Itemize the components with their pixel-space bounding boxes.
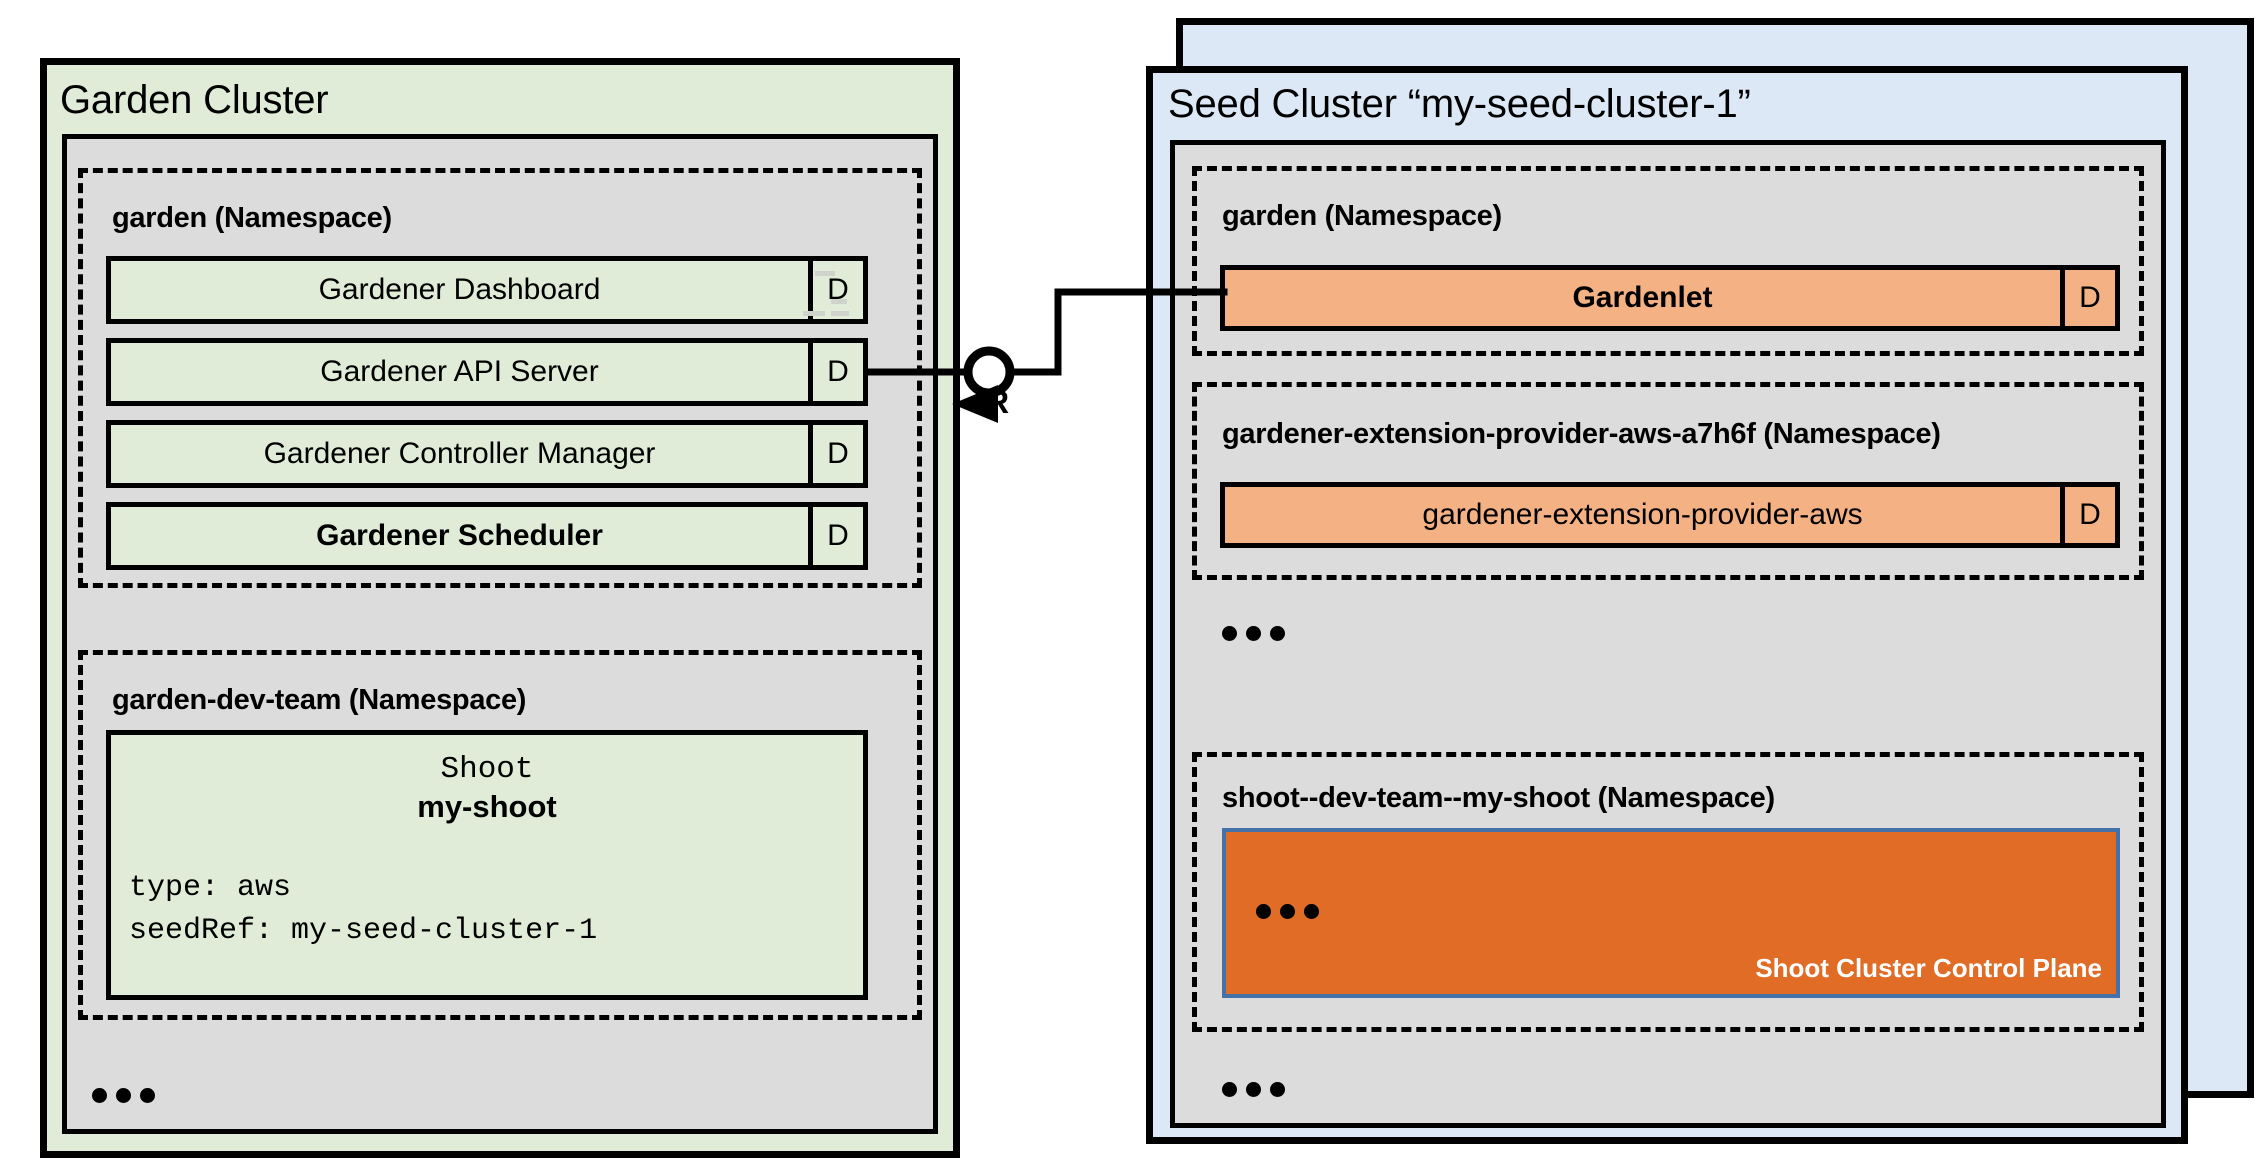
component-gardener-api-server[interactable]: Gardener API Server D (106, 338, 868, 406)
component-gardener-scheduler-kind-badge: D (808, 507, 863, 565)
seed-cluster-namespace-extension-provider-aws-title: gardener-extension-provider-aws-a7h6f (N… (1222, 418, 1941, 450)
garden-cluster-namespace-dev-team (78, 650, 922, 1020)
component-gardener-extension-provider-aws-kind-badge: D (2060, 487, 2115, 543)
connector-label-r: R (986, 384, 1010, 420)
shoot-cluster-control-plane-label: Shoot Cluster Control Plane (1755, 953, 2102, 983)
shoot-resource-name: my-shoot (417, 789, 557, 825)
seed-cluster-more-indicator-middle (1222, 626, 1285, 641)
seed-cluster-namespace-extension-provider-aws (1192, 382, 2144, 580)
component-gardener-api-server-label: Gardener API Server (320, 355, 599, 388)
seed-cluster-more-indicator-bottom (1222, 1082, 1285, 1097)
component-gardenlet[interactable]: Gardenlet D (1220, 265, 2120, 331)
component-gardener-dashboard-label: Gardener Dashboard (318, 273, 601, 306)
component-gardener-controller-manager-kind-badge: D (808, 425, 863, 483)
component-gardenlet-kind-badge: D (2060, 270, 2115, 326)
garden-cluster-namespace-dev-team-title: garden-dev-team (Namespace) (112, 684, 527, 716)
seed-cluster-namespace-garden (1192, 166, 2144, 356)
control-plane-more-indicator (1256, 904, 1319, 919)
component-gardener-api-server-kind-badge: D (808, 343, 863, 401)
garden-cluster-title: Garden Cluster (60, 78, 329, 122)
seed-cluster-namespace-shoot-dev-team-my-shoot-title: shoot--dev-team--my-shoot (Namespace) (1222, 782, 1775, 814)
component-gardener-scheduler-label: Gardener Scheduler (316, 519, 603, 552)
garden-cluster-namespace-garden (78, 168, 922, 588)
component-gardener-dashboard[interactable]: Gardener Dashboard D (106, 256, 868, 324)
component-gardener-dashboard-kind-badge: D (808, 261, 863, 319)
seed-cluster-namespace-shoot-dev-team-my-shoot (1192, 752, 2144, 1032)
component-gardenlet-label: Gardenlet (1572, 281, 1713, 314)
shoot-resource-card[interactable]: Shoot my-shoot type: aws seedRef: my-see… (106, 730, 868, 1000)
shoot-resource-spec: type: aws seedRef: my-seed-cluster-1 (129, 870, 598, 949)
shoot-resource-kind: Shoot (440, 752, 534, 787)
component-gardener-controller-manager[interactable]: Gardener Controller Manager D (106, 420, 868, 488)
seed-cluster-namespace-garden-title: garden (Namespace) (1222, 200, 1502, 232)
component-gardener-controller-manager-label: Gardener Controller Manager (263, 437, 656, 470)
seed-cluster-title: Seed Cluster “my-seed-cluster-1” (1168, 82, 1751, 126)
component-gardener-extension-provider-aws-label: gardener-extension-provider-aws (1422, 498, 1863, 531)
dashboard-faint-marks-icon (779, 267, 849, 316)
garden-cluster-more-indicator (92, 1088, 155, 1103)
component-gardener-scheduler[interactable]: Gardener Scheduler D (106, 502, 868, 570)
garden-cluster-namespace-garden-title: garden (Namespace) (112, 202, 392, 234)
shoot-cluster-control-plane[interactable]: Shoot Cluster Control Plane (1222, 828, 2120, 998)
component-gardener-extension-provider-aws[interactable]: gardener-extension-provider-aws D (1220, 482, 2120, 548)
